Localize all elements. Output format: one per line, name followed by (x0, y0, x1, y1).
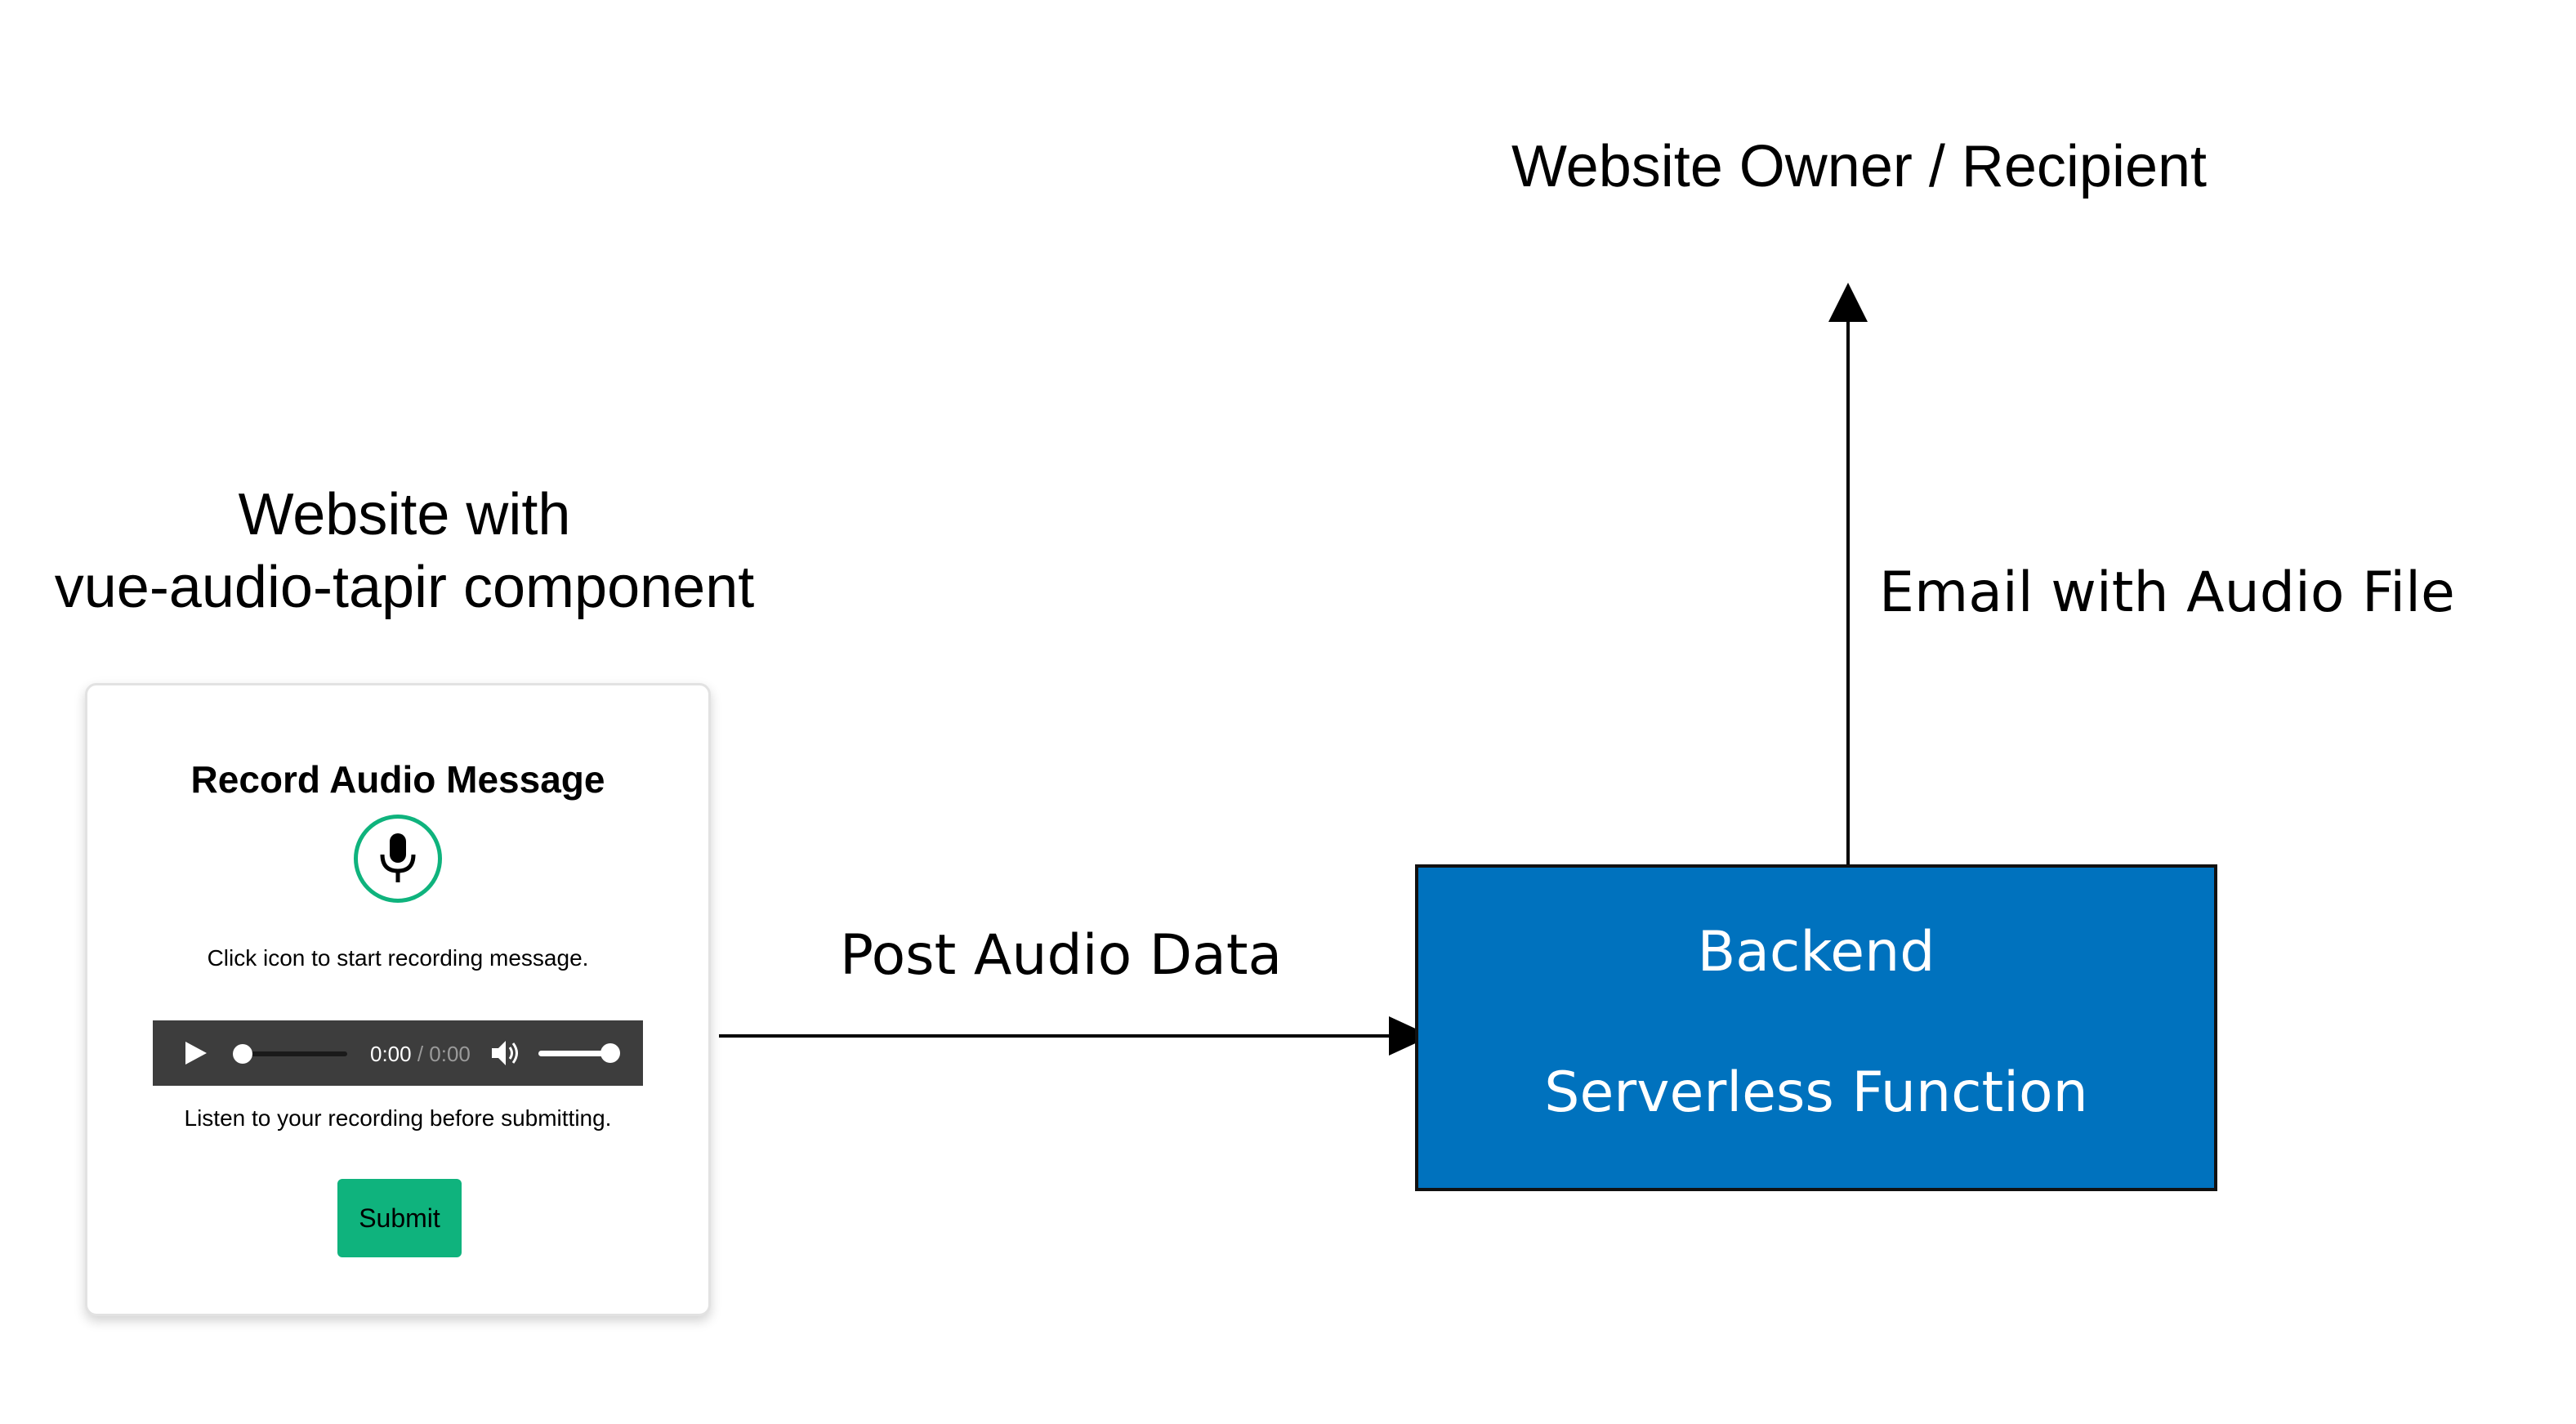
seek-bar[interactable] (239, 1051, 347, 1056)
time-separator: / (411, 1042, 430, 1066)
volume-handle[interactable] (600, 1043, 620, 1063)
email-arrowhead (1828, 283, 1868, 322)
record-button[interactable] (354, 815, 442, 903)
backend-subtitle: Serverless Function (1544, 1060, 2088, 1125)
seek-handle[interactable] (233, 1044, 252, 1064)
submit-button[interactable]: Submit (337, 1179, 462, 1257)
card-title: Record Audio Message (190, 758, 605, 801)
website-label-line2: vue-audio-tapir component (54, 555, 755, 621)
audio-recorder-card: Record Audio Message Click icon to start… (85, 683, 711, 1316)
record-instruction: Click icon to start recording message. (207, 945, 589, 971)
current-time: 0:00 (370, 1042, 412, 1066)
audio-player: 0:00 / 0:00 (153, 1020, 643, 1086)
post-arrow-label: Post Audio Data (840, 923, 1283, 988)
volume-icon[interactable] (490, 1038, 521, 1068)
recipient-label: Website Owner / Recipient (1511, 134, 2208, 199)
backend-box: Backend Serverless Function (1415, 864, 2217, 1191)
backend-title: Backend (1697, 920, 1935, 984)
duration: 0:00 (429, 1042, 471, 1066)
post-arrowhead (1389, 1016, 1431, 1056)
website-label-line1: Website with (238, 482, 571, 547)
volume-slider[interactable] (538, 1051, 614, 1056)
microphone-icon (380, 833, 416, 882)
website-label: Website with vue-audio-tapir component (16, 479, 792, 625)
time-display: 0:00 / 0:00 (370, 1042, 471, 1067)
email-arrow-label: Email with Audio File (1879, 560, 2455, 625)
listen-hint: Listen to your recording before submitti… (184, 1105, 612, 1131)
play-icon[interactable] (182, 1040, 208, 1066)
